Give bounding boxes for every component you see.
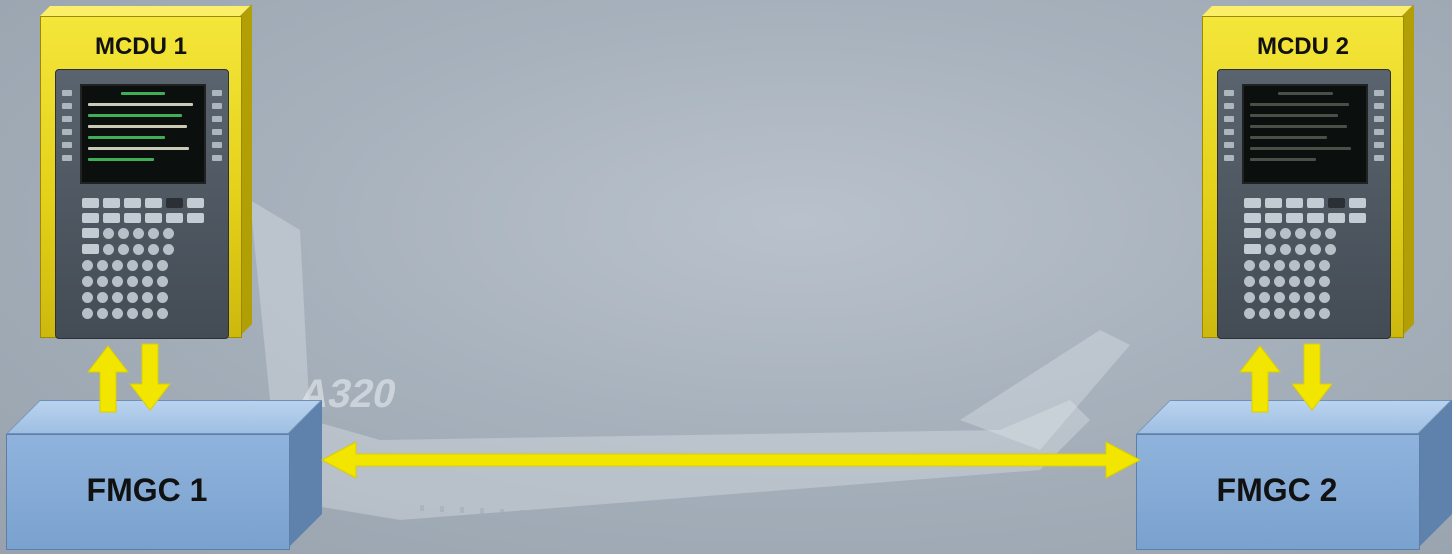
mcdu-display-screen — [80, 84, 206, 184]
mcdu-title: MCDU 2 — [1256, 33, 1349, 60]
mcdu-1: MCDU 1 — [40, 4, 252, 339]
fmgc-1: FMGC 1 — [6, 400, 322, 550]
mcdu-keys — [1244, 198, 1372, 324]
arrow-up-fmgc2-to-mcdu2 — [1238, 345, 1282, 413]
mcdu-2: MCDU 2 — [1202, 4, 1414, 339]
fmgc-label: FMGC 2 — [1216, 472, 1338, 508]
mcdu-title: MCDU 1 — [94, 33, 187, 60]
arrow-fmgc1-fmgc2-link — [320, 441, 1142, 479]
mcdu-keys — [82, 198, 210, 324]
mcdu-keypad-panel — [1217, 69, 1391, 339]
arrow-down-mcdu2-to-fmgc2 — [1290, 343, 1334, 411]
left-line-select-keys — [1224, 90, 1234, 168]
fmgc-front-face — [1136, 434, 1420, 550]
mcdu-keypad-panel — [55, 69, 229, 339]
mcdu-front-face: MCDU 2 — [1202, 16, 1404, 339]
fmgc-2: FMGC 2 — [1136, 400, 1452, 550]
fmgc-front-face — [6, 434, 290, 550]
right-line-select-keys — [1374, 90, 1384, 168]
arrow-down-mcdu1-to-fmgc1 — [128, 343, 172, 411]
left-line-select-keys — [62, 90, 72, 168]
arrow-up-fmgc1-to-mcdu1 — [86, 345, 130, 413]
mcdu-display-screen — [1242, 84, 1368, 184]
right-line-select-keys — [212, 90, 222, 168]
fmgc-label: FMGC 1 — [86, 472, 208, 508]
mcdu-front-face: MCDU 1 — [40, 16, 242, 339]
